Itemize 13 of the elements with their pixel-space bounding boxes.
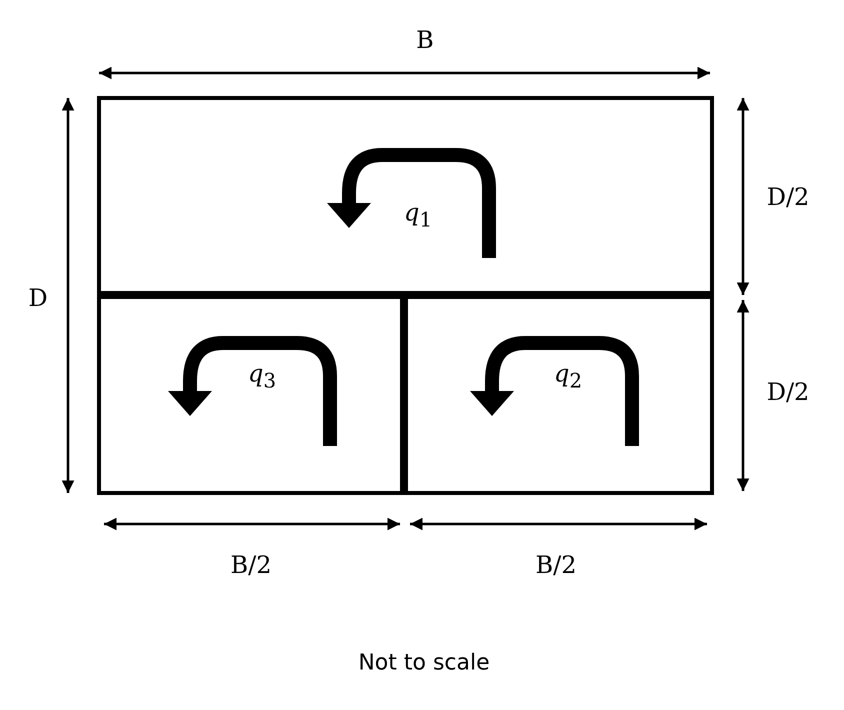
compartment-box: [97, 96, 714, 299]
dimension-label: B: [416, 26, 434, 54]
dimension-label: B/2: [230, 551, 272, 579]
caption-text: Not to scale: [358, 650, 490, 676]
dimension-label: D: [28, 284, 48, 312]
compartment-box: [97, 291, 408, 495]
dimension-label: D/2: [766, 378, 810, 406]
compartment-box: [400, 291, 714, 495]
dimension-label: D/2: [766, 183, 810, 211]
flow-label: q$_{3}$: [248, 360, 276, 392]
dimension-label: B/2: [536, 551, 576, 579]
flow-label: q$_{1}$: [404, 198, 432, 232]
flow-label: q$_{2}$: [554, 360, 582, 392]
